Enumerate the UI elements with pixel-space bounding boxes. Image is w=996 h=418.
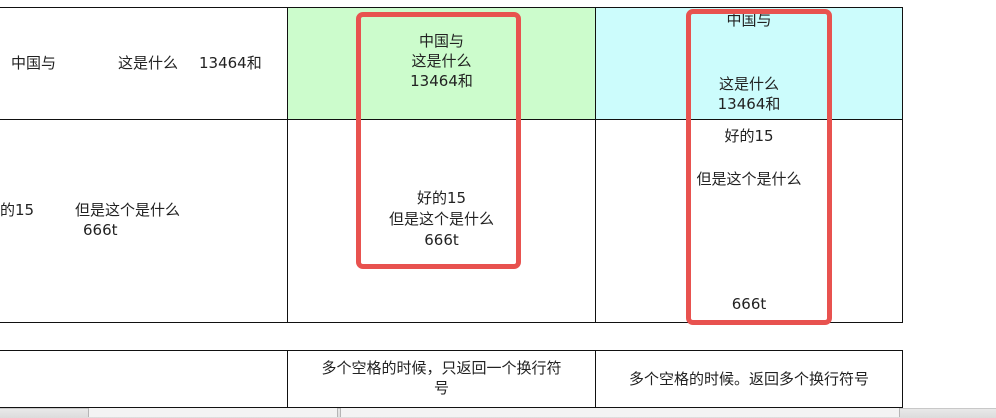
cell-text: 中国与 [11,54,57,72]
cell-text-line: 这是什么 [411,52,472,70]
cell-r1-c1[interactable]: 中国与 这是什么 13464和 [0,8,288,120]
cell-text-line: 多个空格的时候。返回多个换行符号 [628,370,869,388]
highlight-box-middle-column [356,12,521,269]
cell-r3-c3[interactable]: 多个空格的时候。返回多个换行符号 [596,351,903,408]
cell-text-line: 但是这个是什么 [696,170,802,188]
cell-r1-c3[interactable]: 中国与 这是什么 13464和 [596,8,903,120]
cell-text-line: 好的15 [724,127,774,145]
cell-text-line: 多个空格的时候，只返回一个换行符 [321,359,562,377]
cell-text-line: 666t [424,231,459,249]
cell-text-line: 号 [433,379,449,397]
cell-text-line: 好的15 [416,189,467,207]
sheet-tab[interactable] [88,408,338,417]
cell-r2-c2[interactable]: 好的15 但是这个是什么 666t [288,120,596,323]
cell-text: 666t [83,221,118,239]
sheet-tab[interactable] [340,408,900,417]
cell-text: 但是这个是什么 [75,201,181,219]
cell-text: 13464和 [199,54,262,72]
cell-r1-c2[interactable]: 中国与 这是什么 13464和 [288,8,596,120]
row-gap [0,323,996,350]
cell-text-line: 中国与 [418,32,464,50]
cell-text-line: 这是什么 [718,75,779,93]
cell-text-line: 13464和 [717,95,781,113]
cell-r3-c2[interactable]: 多个空格的时候，只返回一个换行符 号 [288,351,596,408]
cell-text-line: 中国与 [726,11,772,29]
cell-text: 这是什么 [118,54,179,72]
second-table-top-border [0,350,903,351]
cell-r2-c1[interactable]: 的15 但是这个是什么 666t [0,120,288,323]
cell-text: 的15 [0,201,35,219]
cell-text-line: 666t [731,295,767,313]
cell-text-line: 但是这个是什么 [388,210,494,228]
cell-text-line: 13464和 [410,72,473,90]
cell-r3-c1[interactable] [0,351,288,408]
grid-top-border [0,7,903,8]
highlight-box-right-column [686,9,832,325]
